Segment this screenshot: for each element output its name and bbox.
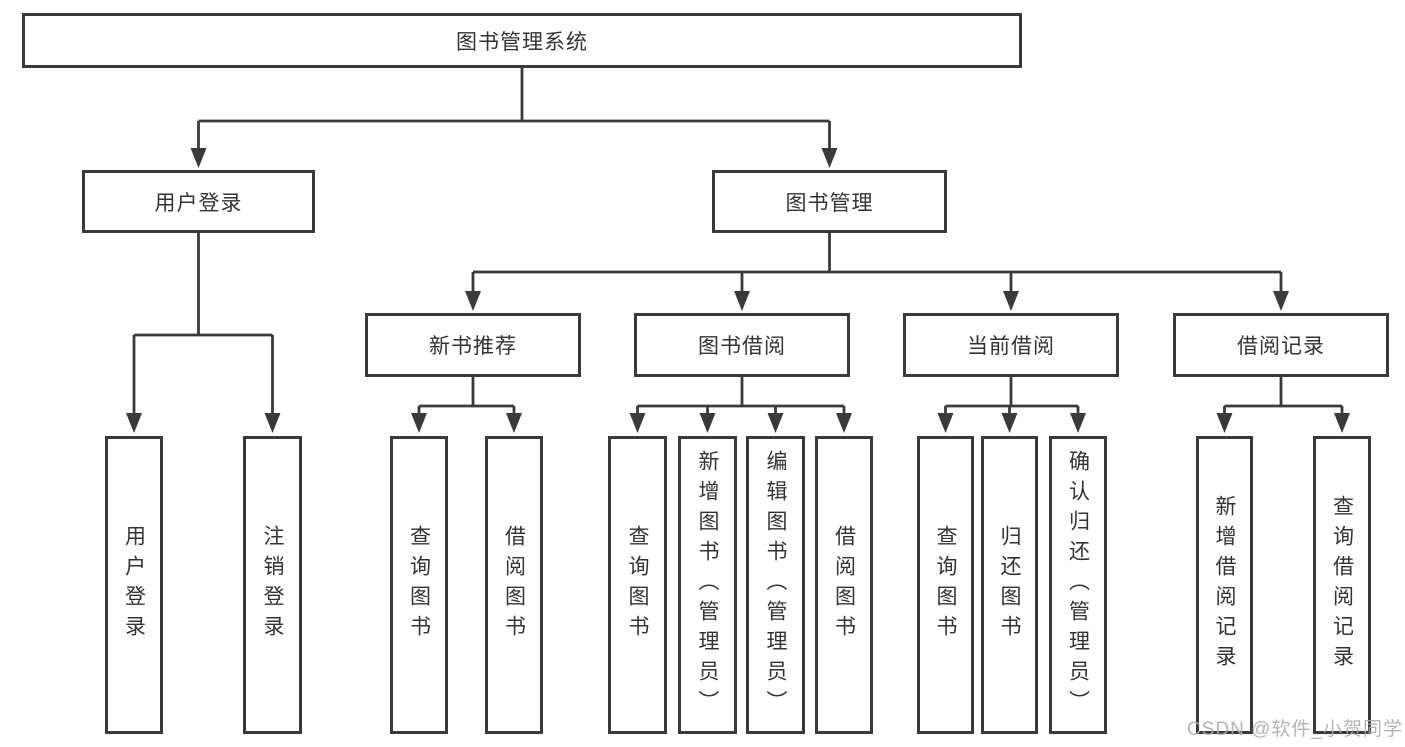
leaf-current-query-books: 查询图书: [917, 436, 974, 734]
edge-bookborrow-children: [636, 377, 846, 415]
watermark: CSDN @软件_小贺同学: [1187, 719, 1403, 740]
leaf-current-return-books: 归还图书: [981, 436, 1038, 734]
leaf-label: 注销登录: [261, 525, 285, 645]
leaf-label: 新增借阅记录: [1213, 495, 1237, 675]
leaf-borrow-query-books: 查询图书: [608, 436, 667, 734]
arrowhead: [1003, 291, 1019, 311]
leaf-label: 编辑图书（管理员）: [764, 450, 788, 720]
edge-records-children: [1223, 377, 1344, 415]
edge-newbook-children: [417, 377, 516, 415]
leaf-borrow-borrow-books: 借阅图书: [815, 436, 873, 734]
arrowhead: [821, 148, 838, 168]
node-user-login: 用户登录: [82, 170, 315, 233]
node-book-management: 图书管理: [712, 170, 947, 233]
leaf-label: 查询图书: [626, 525, 650, 645]
leaf-records-query-record: 查询借阅记录: [1313, 436, 1371, 734]
leaf-current-confirm-return-admin: 确认归还（管理员）: [1049, 436, 1107, 734]
leaf-borrow-add-book-admin: 新增图书（管理员）: [678, 436, 737, 734]
arrowhead: [1273, 291, 1289, 311]
arrowhead: [699, 413, 716, 433]
edge-user-login-children: [132, 233, 274, 415]
leaf-label: 借阅图书: [502, 525, 526, 645]
leaf-label: 查询借阅记录: [1330, 495, 1354, 675]
leaf-label: 新增图书（管理员）: [696, 450, 720, 720]
leaf-label: 归还图书: [998, 525, 1022, 645]
leaf-records-add-record: 新增借阅记录: [1196, 436, 1253, 734]
arrowhead: [1216, 413, 1233, 433]
arrowhead: [190, 148, 207, 168]
arrowhead: [767, 413, 784, 433]
leaf-label: 用户登录: [122, 525, 146, 645]
leaf-newbook-query-books: 查询图书: [390, 436, 448, 734]
arrowhead: [465, 291, 481, 311]
arrowhead: [1334, 413, 1350, 433]
arrowhead: [126, 413, 142, 433]
arrowhead: [937, 413, 954, 433]
node-root: 图书管理系统: [22, 13, 1022, 68]
edge-book-mgmt-children: [471, 233, 1283, 293]
leaf-label: 查询图书: [407, 525, 431, 645]
node-book-borrow: 图书借阅: [634, 313, 850, 377]
leaf-label: 借阅图书: [832, 525, 856, 645]
arrowhead: [734, 291, 750, 311]
edge-currentborrow-children: [944, 377, 1080, 415]
arrowhead: [1001, 413, 1018, 433]
arrowhead: [836, 413, 852, 433]
arrowhead: [411, 413, 427, 433]
leaf-label: 查询图书: [934, 525, 958, 645]
arrowhead: [629, 413, 646, 433]
node-borrow-records: 借阅记录: [1173, 313, 1389, 377]
leaf-newbook-borrow-books: 借阅图书: [485, 436, 543, 734]
leaf-label: 确认归还（管理员）: [1066, 450, 1090, 720]
leaf-logout-login: 注销登录: [243, 436, 302, 734]
node-current-borrow: 当前借阅: [903, 313, 1119, 377]
edge-root-to-level2: [197, 68, 831, 150]
arrowhead: [1070, 413, 1086, 433]
node-new-book-recommend: 新书推荐: [365, 313, 581, 377]
arrowhead: [264, 413, 281, 433]
arrowhead: [506, 413, 522, 433]
leaf-borrow-edit-book-admin: 编辑图书（管理员）: [746, 436, 805, 734]
leaf-user-login: 用户登录: [105, 436, 163, 734]
